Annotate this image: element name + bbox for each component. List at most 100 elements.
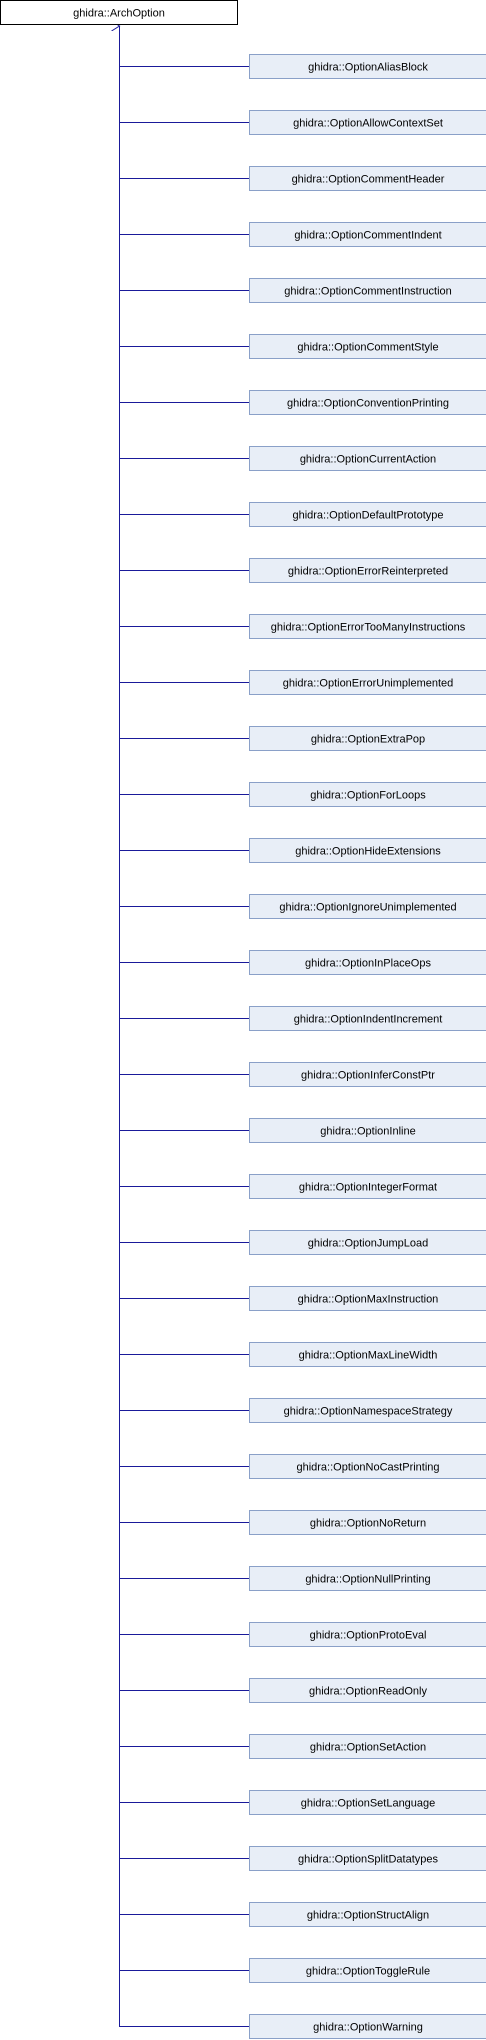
derived-class-label: ghidra::OptionErrorReinterpreted — [288, 566, 448, 578]
derived-class-box — [249, 1062, 486, 1087]
derived-class-nodes: ghidra::OptionAliasBlockghidra::OptionAl… — [249, 54, 486, 2039]
derived-class-label: ghidra::OptionForLoops — [310, 790, 426, 802]
derived-class-box — [249, 334, 486, 359]
derived-class-label: ghidra::OptionCommentIndent — [294, 230, 441, 242]
derived-class-box — [249, 1118, 486, 1143]
derived-class-box — [249, 1846, 486, 1871]
derived-class-box — [249, 1454, 486, 1479]
derived-class-box — [249, 1510, 486, 1535]
derived-class-node-option-integer-format[interactable]: ghidra::OptionIntegerFormat — [249, 1174, 486, 1199]
derived-class-node-option-no-return[interactable]: ghidra::OptionNoReturn — [249, 1510, 486, 1535]
derived-class-label: ghidra::OptionJumpLoad — [308, 1238, 428, 1250]
derived-class-label: ghidra::OptionNullPrinting — [305, 1574, 430, 1586]
derived-class-box — [249, 1342, 486, 1367]
derived-class-node-option-in-place-ops[interactable]: ghidra::OptionInPlaceOps — [249, 950, 486, 975]
derived-class-node-option-no-cast-printing[interactable]: ghidra::OptionNoCastPrinting — [249, 1454, 486, 1479]
derived-class-label: ghidra::OptionCommentInstruction — [284, 286, 452, 298]
derived-class-box — [249, 1230, 486, 1255]
derived-class-node-option-warning[interactable]: ghidra::OptionWarning — [249, 2014, 486, 2039]
derived-class-node-option-for-loops[interactable]: ghidra::OptionForLoops — [249, 782, 486, 807]
derived-class-node-option-toggle-rule[interactable]: ghidra::OptionToggleRule — [249, 1958, 486, 1983]
derived-class-box — [249, 1006, 486, 1031]
derived-class-node-option-convention-printing[interactable]: ghidra::OptionConventionPrinting — [249, 390, 486, 415]
derived-class-node-option-max-instruction[interactable]: ghidra::OptionMaxInstruction — [249, 1286, 486, 1311]
derived-class-node-option-max-line-width[interactable]: ghidra::OptionMaxLineWidth — [249, 1342, 486, 1367]
derived-class-label: ghidra::OptionNoCastPrinting — [296, 1462, 439, 1474]
derived-class-node-option-read-only[interactable]: ghidra::OptionReadOnly — [249, 1678, 486, 1703]
derived-class-box — [249, 894, 486, 919]
derived-class-node-option-jump-load[interactable]: ghidra::OptionJumpLoad — [249, 1230, 486, 1255]
derived-class-box — [249, 54, 486, 79]
derived-class-label: ghidra::OptionExtraPop — [311, 734, 425, 746]
derived-class-label: ghidra::OptionSplitDatatypes — [298, 1854, 439, 1866]
derived-class-label: ghidra::OptionSetLanguage — [301, 1798, 436, 1810]
derived-class-label: ghidra::OptionReadOnly — [309, 1686, 428, 1698]
derived-class-label: ghidra::OptionCommentStyle — [297, 342, 438, 354]
derived-class-node-option-null-printing[interactable]: ghidra::OptionNullPrinting — [249, 1566, 486, 1591]
derived-class-box — [249, 1566, 486, 1591]
derived-class-label: ghidra::OptionIndentIncrement — [294, 1014, 443, 1026]
derived-class-node-option-proto-eval[interactable]: ghidra::OptionProtoEval — [249, 1622, 486, 1647]
derived-class-node-option-error-reinterpreted[interactable]: ghidra::OptionErrorReinterpreted — [249, 558, 486, 583]
derived-class-node-option-split-datatypes[interactable]: ghidra::OptionSplitDatatypes — [249, 1846, 486, 1871]
derived-class-box — [249, 726, 486, 751]
derived-class-box — [249, 502, 486, 527]
derived-class-node-option-error-too-many-instructions[interactable]: ghidra::OptionErrorTooManyInstructions — [249, 614, 486, 639]
derived-class-box — [249, 782, 486, 807]
derived-class-node-option-alias-block[interactable]: ghidra::OptionAliasBlock — [249, 54, 486, 79]
derived-class-box — [249, 390, 486, 415]
derived-class-box — [249, 558, 486, 583]
derived-class-node-option-struct-align[interactable]: ghidra::OptionStructAlign — [249, 1902, 486, 1927]
derived-class-label: ghidra::OptionProtoEval — [310, 1630, 427, 1642]
derived-class-node-option-comment-indent[interactable]: ghidra::OptionCommentIndent — [249, 222, 486, 247]
derived-class-node-option-default-prototype[interactable]: ghidra::OptionDefaultPrototype — [249, 502, 486, 527]
derived-class-box — [249, 1174, 486, 1199]
derived-class-label: ghidra::OptionAllowContextSet — [293, 118, 443, 130]
derived-class-box — [249, 838, 486, 863]
derived-class-label: ghidra::OptionConventionPrinting — [287, 398, 449, 410]
derived-class-node-option-extra-pop[interactable]: ghidra::OptionExtraPop — [249, 726, 486, 751]
derived-class-label: ghidra::OptionDefaultPrototype — [292, 510, 443, 522]
derived-class-box — [249, 446, 486, 471]
derived-class-node-option-comment-style[interactable]: ghidra::OptionCommentStyle — [249, 334, 486, 359]
derived-class-box — [249, 110, 486, 135]
derived-class-box — [249, 1958, 486, 1983]
derived-class-node-option-comment-instruction[interactable]: ghidra::OptionCommentInstruction — [249, 278, 486, 303]
derived-class-node-option-error-unimplemented[interactable]: ghidra::OptionErrorUnimplemented — [249, 670, 486, 695]
derived-class-label: ghidra::OptionErrorUnimplemented — [283, 678, 454, 690]
derived-class-label: ghidra::OptionInferConstPtr — [301, 1070, 435, 1082]
derived-class-box — [249, 1398, 486, 1423]
derived-class-node-option-infer-const-ptr[interactable]: ghidra::OptionInferConstPtr — [249, 1062, 486, 1087]
derived-class-label: ghidra::OptionSetAction — [310, 1742, 426, 1754]
derived-class-node-option-indent-increment[interactable]: ghidra::OptionIndentIncrement — [249, 1006, 486, 1031]
derived-class-node-option-inline[interactable]: ghidra::OptionInline — [249, 1118, 486, 1143]
derived-class-node-option-namespace-strategy[interactable]: ghidra::OptionNamespaceStrategy — [249, 1398, 486, 1423]
base-class-node[interactable]: ghidra::ArchOption — [0, 0, 238, 25]
derived-class-node-option-ignore-unimplemented[interactable]: ghidra::OptionIgnoreUnimplemented — [249, 894, 486, 919]
derived-class-box — [249, 222, 486, 247]
derived-class-label: ghidra::OptionToggleRule — [306, 1966, 430, 1978]
derived-class-box — [249, 2014, 486, 2039]
derived-class-node-option-set-language[interactable]: ghidra::OptionSetLanguage — [249, 1790, 486, 1815]
derived-class-box — [249, 1286, 486, 1311]
derived-class-label: ghidra::OptionHideExtensions — [295, 846, 441, 858]
derived-class-node-option-hide-extensions[interactable]: ghidra::OptionHideExtensions — [249, 838, 486, 863]
derived-class-node-option-allow-context-set[interactable]: ghidra::OptionAllowContextSet — [249, 110, 486, 135]
derived-class-box — [249, 670, 486, 695]
derived-class-box — [249, 1622, 486, 1647]
derived-class-node-option-current-action[interactable]: ghidra::OptionCurrentAction — [249, 446, 486, 471]
derived-class-label: ghidra::OptionAliasBlock — [308, 62, 428, 74]
derived-class-box — [249, 614, 486, 639]
inheritance-edges — [120, 26, 250, 2027]
derived-class-box — [249, 1790, 486, 1815]
derived-class-label: ghidra::OptionInline — [320, 1126, 415, 1138]
base-class-label: ghidra::ArchOption — [73, 8, 165, 20]
derived-class-node-option-comment-header[interactable]: ghidra::OptionCommentHeader — [249, 166, 486, 191]
derived-class-label: ghidra::OptionMaxLineWidth — [299, 1350, 438, 1362]
derived-class-box — [249, 1678, 486, 1703]
derived-class-box — [249, 278, 486, 303]
derived-class-label: ghidra::OptionIgnoreUnimplemented — [279, 902, 456, 914]
derived-class-box — [249, 1734, 486, 1759]
derived-class-node-option-set-action[interactable]: ghidra::OptionSetAction — [249, 1734, 486, 1759]
